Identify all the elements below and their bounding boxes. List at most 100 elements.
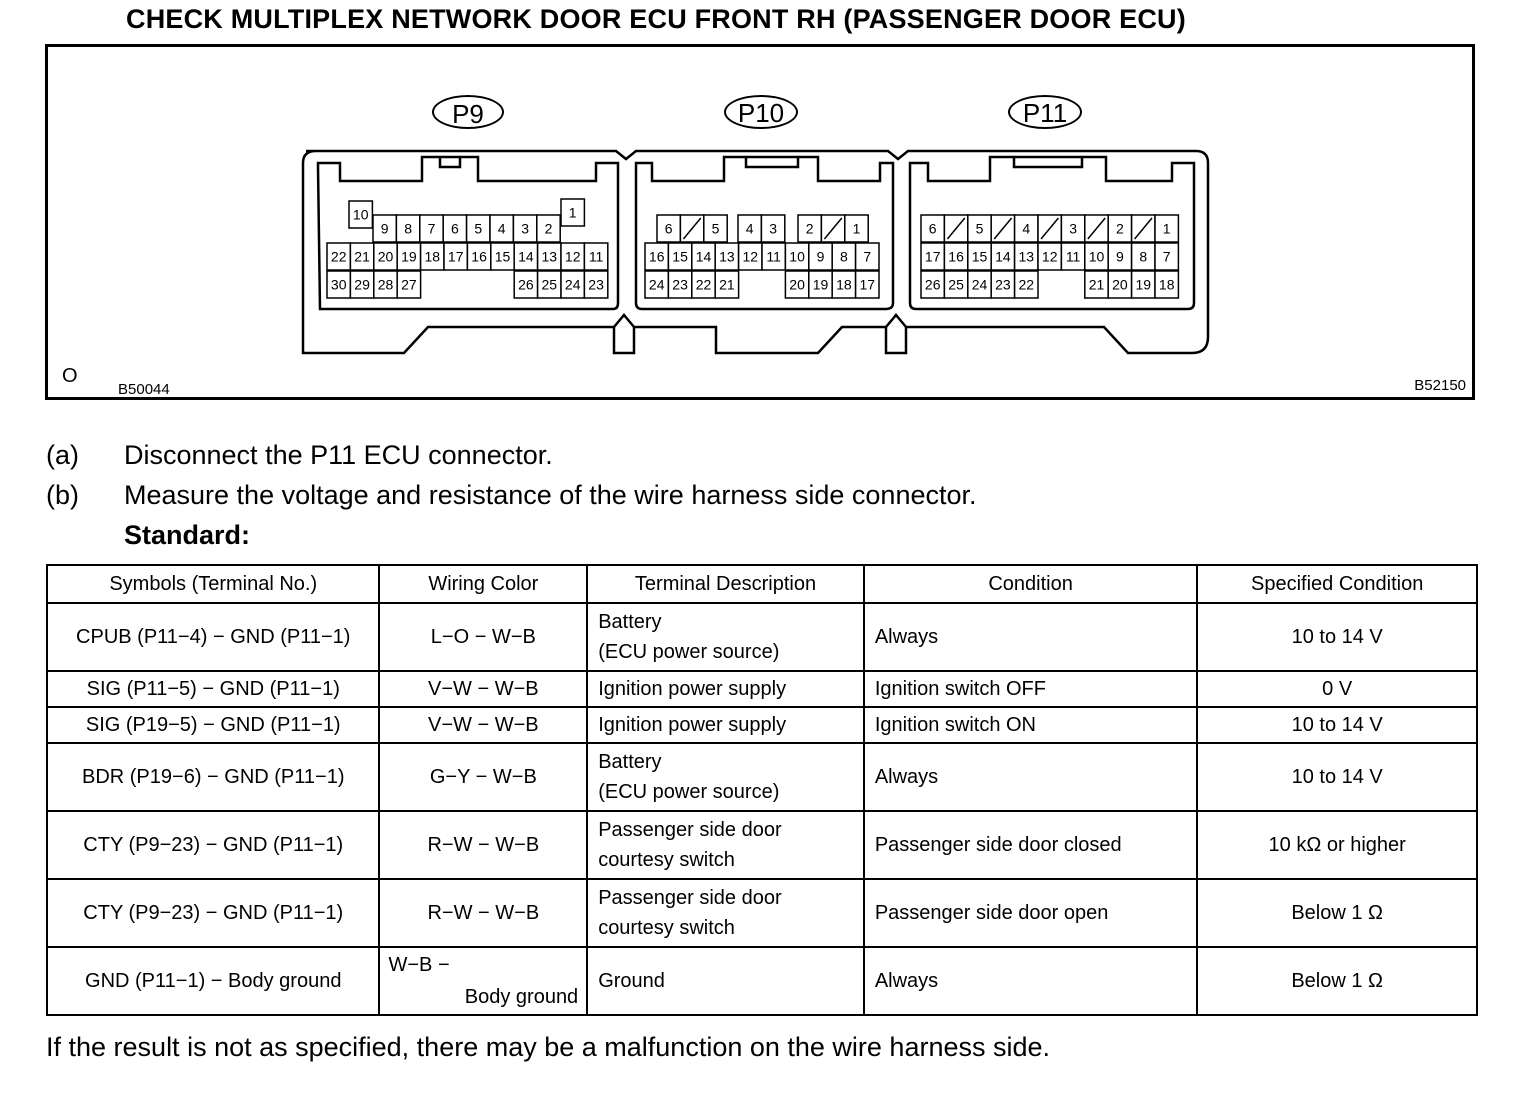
cell-symbols: SIG (P19−5) − GND (P11−1) [45, 706, 381, 744]
terminal-number: 20 [378, 249, 394, 265]
terminal-number: 4 [746, 221, 754, 237]
terminal-number: 2 [806, 221, 814, 237]
terminal-cell [844, 214, 869, 243]
terminal-number: 17 [448, 249, 464, 265]
corner-mark: O [62, 365, 78, 387]
terminal-number: 11 [589, 249, 604, 265]
terminal-number: 1 [1163, 221, 1171, 237]
terminal-number: 12 [1042, 249, 1058, 265]
terminal-number: 30 [331, 277, 347, 293]
cell-description: Ground [586, 946, 865, 1016]
terminal-number: 10 [789, 249, 805, 265]
terminal-number: 14 [518, 249, 534, 265]
connector-label-p10: P10 [724, 95, 798, 129]
terminal-number: 24 [565, 277, 581, 293]
terminal-number: 5 [976, 221, 984, 237]
cell-wiring: W−B −Body ground [378, 946, 589, 1016]
terminal-number: 20 [1112, 277, 1128, 293]
terminal-cell [1013, 270, 1039, 299]
terminal-number: 12 [565, 249, 581, 265]
terminal-number: 3 [769, 221, 777, 237]
terminal-number: 24 [972, 277, 988, 293]
terminal-number: 19 [401, 249, 417, 265]
terminal-number: 20 [789, 277, 805, 293]
header-symbols: Symbols (Terminal No.) [45, 564, 381, 604]
terminal-number: 8 [1139, 249, 1147, 265]
terminal-number: 7 [863, 249, 871, 265]
desc-line: Battery [598, 751, 662, 773]
terminal-number: 17 [860, 277, 876, 293]
blank-terminal-slash [682, 217, 702, 240]
terminal-number: 22 [331, 249, 347, 265]
terminal-number: 9 [381, 221, 389, 237]
cell-description: Battery(ECU power source) [586, 742, 865, 812]
cell-spec: 0 V [1196, 670, 1478, 708]
cell-wiring: R−W − W−B [378, 878, 589, 948]
terminal-number: 26 [518, 277, 534, 293]
terminal-number: 24 [649, 277, 665, 293]
blank-terminal-slash [1134, 217, 1153, 240]
terminal-number: 15 [972, 249, 988, 265]
desc-line: Passenger side door [598, 819, 782, 841]
terminal-cell [854, 270, 880, 299]
blank-terminal-slash [1040, 217, 1059, 240]
terminal-cell [536, 214, 561, 243]
terminal-number: 5 [474, 221, 482, 237]
desc-line: (ECU power source) [598, 641, 780, 663]
terminal-number: 6 [451, 221, 459, 237]
terminal-number: 7 [428, 221, 436, 237]
terminal-number: 16 [649, 249, 665, 265]
terminal-number: 28 [378, 277, 394, 293]
ecu-housing [301, 149, 1210, 355]
terminal-number: 16 [948, 249, 964, 265]
header-condition: Condition [862, 564, 1199, 604]
table-row: CPUB (P11−4) − GND (P11−1) L−O − W−B Bat… [45, 602, 1478, 672]
cell-description: Battery(ECU power source) [586, 602, 865, 672]
cell-condition: Always [862, 946, 1199, 1016]
terminal-number: 3 [521, 221, 529, 237]
cell-condition: Ignition switch OFF [862, 670, 1199, 708]
terminal-number: 12 [743, 249, 759, 265]
terminal-number: 9 [817, 249, 825, 265]
terminal-number: 13 [719, 249, 735, 265]
terminal-cell [1154, 214, 1180, 243]
terminal-number: 21 [354, 249, 370, 265]
cell-description: Ignition power supply [586, 706, 865, 744]
desc-line: Passenger side door [598, 887, 782, 909]
terminal-number: 27 [401, 277, 417, 293]
terminal-number: 1 [569, 205, 577, 221]
terminal-number: 23 [672, 277, 688, 293]
step-marker: (a) [46, 440, 79, 470]
table-row: CTY (P9−23) − GND (P11−1) R−W − W−B Pass… [45, 878, 1478, 948]
terminal-cell [703, 214, 728, 243]
terminal-number: 7 [1163, 249, 1171, 265]
desc-line: courtesy switch [598, 849, 735, 871]
terminal-number: 18 [1159, 277, 1175, 293]
terminal-cell [854, 242, 880, 271]
cell-wiring: V−W − W−B [378, 706, 589, 744]
terminal-number: 29 [354, 277, 370, 293]
step-text: Disconnect the P11 ECU connector. [124, 440, 553, 470]
cell-wiring: R−W − W−B [378, 810, 589, 880]
step-marker: (b) [46, 480, 79, 510]
cell-symbols: CTY (P9−23) − GND (P11−1) [45, 810, 381, 880]
terminal-cell [1154, 270, 1180, 299]
cell-symbols: CPUB (P11−4) − GND (P11−1) [45, 602, 381, 672]
header-description: Terminal Description [586, 564, 865, 604]
cell-condition: Passenger side door open [862, 878, 1199, 948]
terminal-cell [1154, 242, 1180, 271]
terminal-number: 22 [1019, 277, 1035, 293]
header-spec: Specified Condition [1196, 564, 1478, 604]
terminal-number: 21 [719, 277, 735, 293]
terminal-number: 5 [712, 221, 720, 237]
terminal-number: 14 [696, 249, 712, 265]
terminal-number: 25 [948, 277, 964, 293]
terminal-number: 4 [1022, 221, 1030, 237]
cell-symbols: SIG (P11−5) − GND (P11−1) [45, 670, 381, 708]
terminal-cell [760, 214, 786, 243]
cell-symbols: CTY (P9−23) − GND (P11−1) [45, 878, 381, 948]
table-row: GND (P11−1) − Body ground W−B −Body grou… [45, 946, 1478, 1016]
cell-wiring: V−W − W−B [378, 670, 589, 708]
terminal-number: 26 [925, 277, 941, 293]
